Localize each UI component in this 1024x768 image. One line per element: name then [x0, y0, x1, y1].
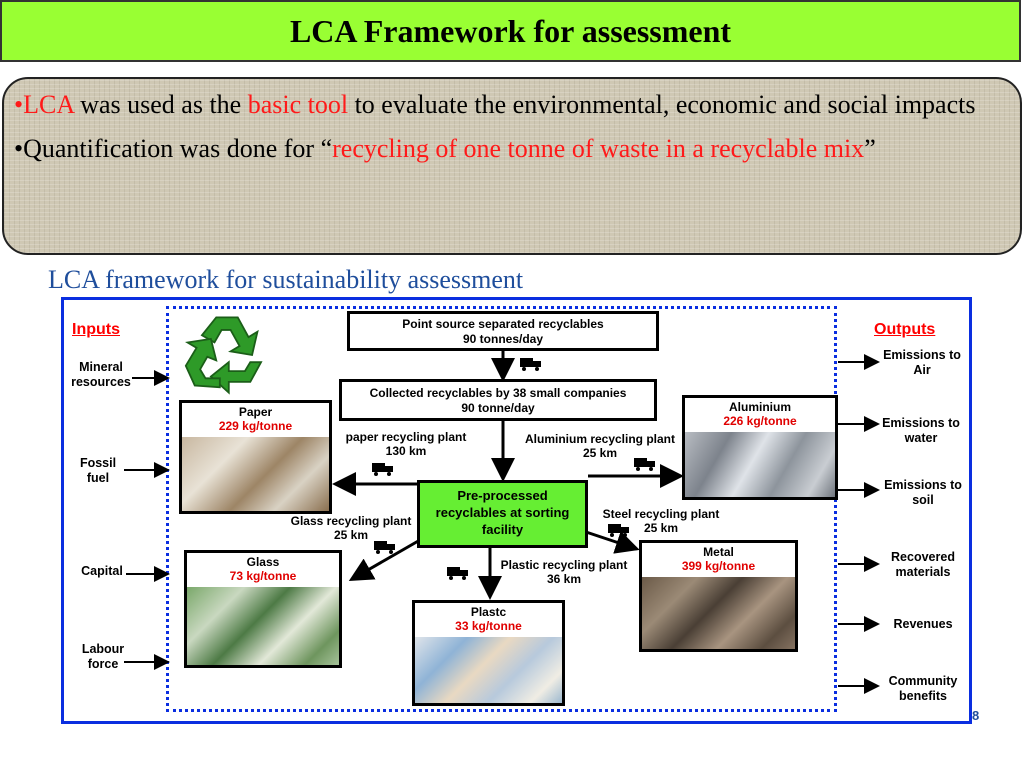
aluminium-amount: 226 kg/tonne: [723, 414, 797, 428]
plastic-amount: 33 kg/tonne: [455, 619, 522, 633]
plastic-route-label: Plastic recycling plant 36 km: [494, 558, 634, 586]
truck-icon: [520, 358, 541, 371]
sorting-label-2: recyclables at sorting: [435, 505, 570, 520]
paper-image: [182, 437, 329, 511]
bullet-text: ”: [864, 134, 876, 163]
input-mineral-resources: Mineral resources: [71, 360, 131, 389]
paper-card: Paper 229 kg/tonne: [179, 400, 332, 514]
aluminium-route-label: Aluminium recycling plant 25 km: [516, 432, 684, 460]
metal-amount: 399 kg/tonne: [681, 559, 756, 573]
outputs-heading: Outputs: [874, 321, 936, 338]
collected-box: Collected recyclables by 38 small compan…: [339, 379, 657, 421]
diagram-subtitle: LCA framework for sustainability assessm…: [48, 265, 524, 294]
truck-icon: [447, 567, 468, 580]
recycling-highlight: recycling of one tonne of waste in a rec…: [332, 134, 865, 163]
glass-name: Glass: [246, 555, 280, 569]
glass-route-distance: 25 km: [333, 528, 369, 542]
collected-amount: 90 tonne/day: [461, 401, 535, 415]
inputs-heading: Inputs: [72, 321, 120, 338]
aluminium-name: Aluminium: [729, 400, 791, 414]
output-emissions-water: Emissions to water: [882, 416, 960, 445]
arrow-icon: [585, 530, 640, 554]
sorting-label-3: facility: [481, 522, 524, 537]
paper-amount: 229 kg/tonne: [218, 419, 293, 433]
recycle-icon: [184, 316, 263, 395]
lca-highlight: LCA: [23, 90, 74, 119]
bullet-text: was used as the: [73, 90, 248, 119]
metal-name: Metal: [703, 545, 734, 559]
bullet-text: to evaluate the environmental, economic …: [348, 90, 976, 119]
point-source-label: Point source separated recyclables: [402, 317, 604, 331]
paper-route-name: paper recycling plant: [345, 430, 467, 444]
metal-card: Metal 399 kg/tonne: [639, 540, 798, 652]
glass-image: [187, 587, 339, 665]
bullet-marker: •: [14, 134, 24, 163]
plastic-image: [415, 637, 562, 703]
inner-dotted-frame: [166, 306, 837, 712]
glass-amount: 73 kg/tonne: [229, 569, 297, 583]
output-emissions-soil: Emissions to soil: [884, 478, 962, 507]
slide-title: LCA Framework for assessment: [289, 12, 732, 49]
plastic-route-name: Plastic recycling plant: [500, 558, 628, 572]
output-recovered-materials: Recovered materials: [891, 550, 955, 579]
plastic-card: Plastc 33 kg/tonne: [412, 600, 565, 706]
output-revenues: Revenues: [893, 617, 953, 631]
sorting-label-1: Pre-processed: [457, 488, 548, 503]
input-capital: Capital: [81, 564, 123, 578]
truck-icon: [372, 463, 393, 476]
input-labour-force: Labour force: [81, 642, 125, 671]
bullet-2: •Quantification was done for “recycling …: [14, 127, 1010, 171]
paper-route-label: paper recycling plant 130 km: [336, 430, 476, 458]
point-source-amount: 90 tonnes/day: [462, 332, 544, 346]
metal-image: [642, 577, 795, 649]
title-bar: LCA Framework for assessment: [0, 0, 1021, 62]
aluminium-route-distance: 25 km: [582, 446, 618, 460]
aluminium-card: Aluminium 226 kg/tonne: [682, 395, 838, 500]
steel-route-distance: 25 km: [643, 521, 679, 535]
output-emissions-air: Emissions to Air: [883, 348, 961, 377]
plastic-route-distance: 36 km: [546, 572, 582, 586]
collected-label: Collected recyclables by 38 small compan…: [369, 386, 627, 400]
arrow-icon: [348, 538, 421, 581]
bullet-text: Quantification was done for “: [23, 134, 333, 163]
glass-card: Glass 73 kg/tonne: [184, 550, 342, 668]
aluminium-route-name: Aluminium recycling plant: [524, 432, 676, 446]
steel-route-name: Steel recycling plant: [602, 507, 720, 521]
truck-icon: [608, 524, 629, 537]
sorting-facility-box: Pre-processed recyclables at sorting fac…: [417, 480, 588, 548]
truck-icon: [374, 541, 395, 554]
bullet-marker: •: [14, 90, 24, 119]
point-source-box: Point source separated recyclables 90 to…: [347, 311, 659, 351]
paper-route-distance: 130 km: [385, 444, 427, 458]
bullet-1: •LCA was used as the basic tool to evalu…: [14, 83, 1010, 127]
page-number: 8: [972, 708, 980, 723]
truck-icon: [634, 458, 655, 471]
plastic-name: Plastc: [470, 605, 507, 619]
outer-frame: [61, 297, 972, 724]
output-community-benefits: Community benefits: [888, 674, 958, 703]
aluminium-image: [685, 432, 835, 497]
bullet-box: •LCA was used as the basic tool to evalu…: [2, 77, 1022, 255]
glass-route-name: Glass recycling plant: [290, 514, 412, 528]
input-fossil-fuel: Fossil fuel: [79, 456, 117, 485]
steel-route-label: Steel recycling plant 25 km: [594, 507, 728, 535]
glass-route-label: Glass recycling plant 25 km: [286, 514, 416, 542]
paper-name: Paper: [238, 405, 273, 419]
basic-tool-highlight: basic tool: [247, 90, 349, 119]
